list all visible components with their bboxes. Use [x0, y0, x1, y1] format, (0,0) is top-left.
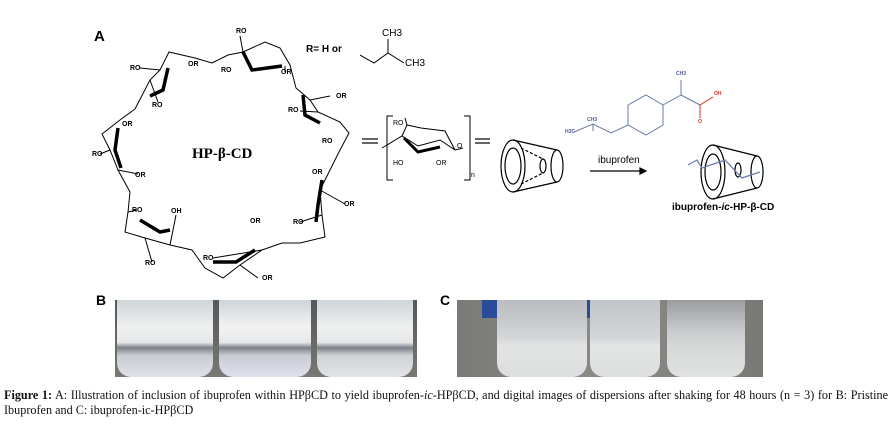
complex-label-prefix: ibuprofen- — [672, 202, 722, 213]
ch3-label: CH3 — [382, 28, 403, 39]
monomer-or-label: OR — [436, 160, 447, 167]
inclusion-complex-icon — [687, 144, 764, 200]
r-definition-label: R= H or — [306, 44, 342, 55]
substituent-label: RO — [145, 260, 156, 267]
caption-ic: ic — [423, 388, 433, 402]
inclusion-scheme — [99, 35, 764, 279]
substituent-label: RO — [322, 138, 333, 145]
vial — [219, 300, 311, 377]
monomer-ro-label: RO — [393, 120, 404, 127]
substituent-label: OR — [336, 93, 347, 100]
substituent-label: OR — [188, 61, 199, 68]
monomer-n-label: n — [471, 172, 475, 179]
monomer-o-label: O — [457, 143, 463, 150]
caption-text: -HPβCD, and digital images of dispersion… — [4, 388, 889, 417]
vial — [317, 300, 413, 377]
vial — [667, 300, 745, 377]
ibuprofen-structure — [573, 80, 714, 136]
photo-ibuprofen-ic-hpbcd — [457, 300, 763, 377]
substituent-label: RO — [221, 67, 232, 74]
substituent-label: RO — [132, 207, 143, 214]
hp-beta-cd-label: HP-β-CD — [192, 146, 253, 162]
substituent-label: RO — [236, 28, 247, 35]
vial — [497, 300, 587, 377]
figure-caption: Figure 1: A: Illustration of inclusion o… — [4, 388, 888, 418]
substituent-label: RO — [92, 151, 103, 158]
reaction-arrow — [590, 167, 648, 175]
reaction-label: ibuprofen — [598, 155, 640, 166]
figure-label: Figure 1: — [4, 388, 53, 402]
complex-label: ibuprofen-ic-HP-β-CD — [672, 202, 774, 213]
complex-label-ic: ic — [721, 202, 730, 213]
ibuprofen-ch3-top: CH3 — [676, 71, 687, 77]
substituent-label: OR — [122, 121, 133, 128]
substituent-label: RO — [203, 255, 214, 262]
equals-sign — [362, 138, 490, 144]
glucose-monomer — [381, 115, 471, 181]
panel-a-label: A — [94, 28, 105, 45]
substituent-label: RO — [288, 107, 299, 114]
ring-wedge-bonds — [113, 51, 324, 264]
substituent-label: OH — [171, 208, 182, 215]
vial — [117, 300, 213, 377]
substituent-label: OR — [135, 172, 146, 179]
ibuprofen-h3c: H3C — [565, 129, 576, 135]
substituent-label: RO — [293, 219, 304, 226]
panel-b-label: B — [96, 292, 107, 308]
ibuprofen-ch3-left: CH3 — [587, 117, 598, 123]
ibuprofen-o: O — [698, 119, 702, 125]
photo-pristine-ibuprofen — [115, 300, 417, 377]
ibuprofen-oh: OH — [714, 91, 722, 97]
isobutyl-group-structure — [360, 39, 405, 64]
ch3-label: CH3 — [405, 58, 426, 69]
substituent-label: OR — [250, 218, 261, 225]
substituent-label: RO — [152, 102, 163, 109]
substituent-label: RO — [130, 65, 141, 72]
caption-text: A: Illustration of inclusion of ibuprofe… — [52, 388, 424, 402]
monomer-ho-label: HO — [393, 160, 404, 167]
substituent-label: OR — [262, 275, 273, 282]
substituent-label: OR — [281, 69, 292, 76]
panel-c-label: C — [440, 292, 451, 308]
complex-label-suffix: -HP-β-CD — [729, 202, 775, 213]
cyclodextrin-cone-icon — [500, 139, 564, 193]
substituent-label: OR — [312, 169, 323, 176]
vial — [590, 300, 660, 377]
substituent-label: OR — [344, 201, 355, 208]
